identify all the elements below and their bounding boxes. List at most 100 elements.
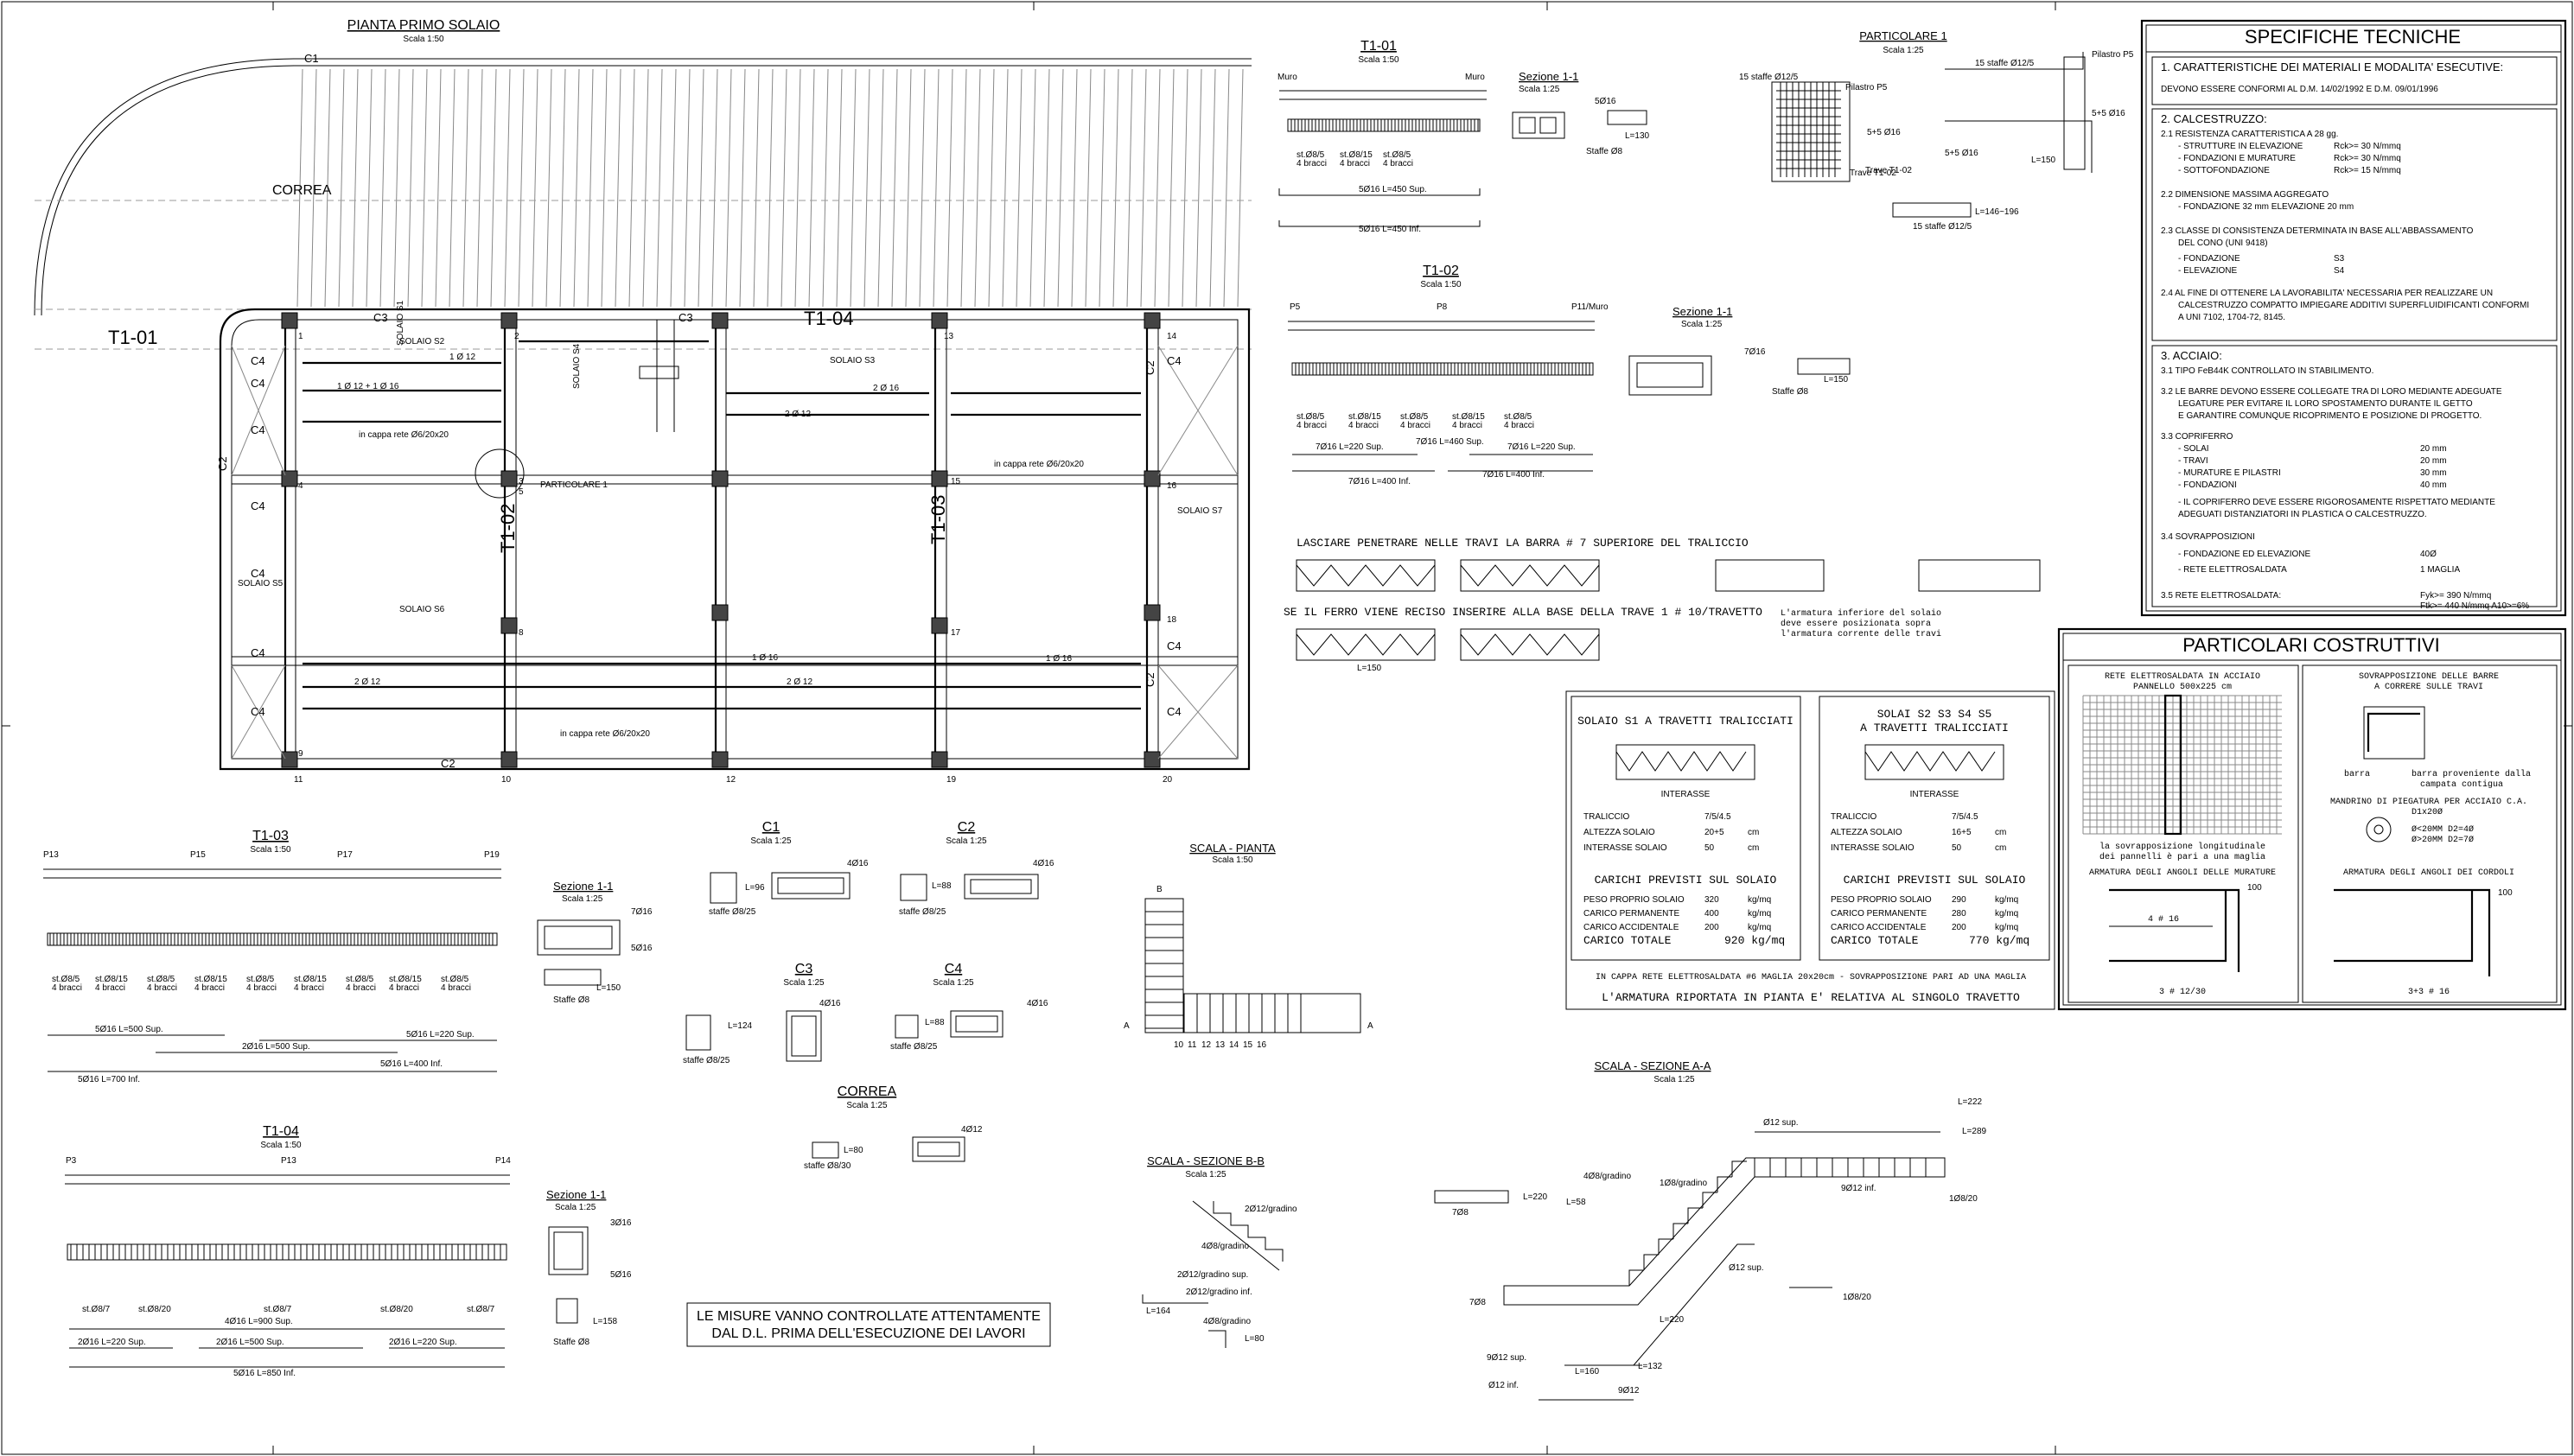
saa-l8: L=220 xyxy=(1523,1192,1548,1202)
spec-line: - MURATURE E PILASTRI xyxy=(2178,468,2281,478)
saa-l14: L=160 xyxy=(1575,1367,1600,1377)
slab-specs: SOLAIO S1 A TRAVETTI TRALICCIATI INTERAS… xyxy=(1565,690,2055,1010)
c4-stir: staffe Ø8/25 xyxy=(890,1042,938,1052)
pc-mandrino-a: D1x20Ø xyxy=(2412,807,2443,817)
sbb-l7: L=80 xyxy=(1245,1334,1265,1344)
truss-note-3a: L'armatura inferiore del solaio xyxy=(1781,608,1941,619)
saa-l1: L=222 xyxy=(1958,1097,1983,1107)
t103-p17: P17 xyxy=(337,850,353,860)
t104-sec-bar2: 5Ø16 xyxy=(610,1270,632,1280)
roof-joist xyxy=(863,68,870,308)
plan-c3-label-a: C3 xyxy=(373,311,388,324)
truss-note-2: SE IL FERRO VIENE RECISO INSERIRE ALLA B… xyxy=(1284,606,1762,619)
roof-joist xyxy=(808,68,815,308)
truss-web xyxy=(1460,564,1600,587)
part1-l5: Pilastro P5 xyxy=(2092,50,2134,60)
truss-notes: LASCIARE PENETRARE NELLE TRAVI LA BARRA … xyxy=(1284,537,2041,673)
t102-st-c: st.Ø8/5 xyxy=(1400,412,1429,422)
t102-p11: P11/Muro xyxy=(1571,302,1609,312)
s2-title: SOLAI S2 S3 S4 S5 xyxy=(1877,708,1992,721)
spec-line: A UNI 7102, 1704-72, 8145. xyxy=(2178,313,2285,322)
plan-node-number: 18 xyxy=(1167,615,1177,625)
spec-value: Rck>= 30 N/mmq xyxy=(2334,142,2401,151)
pc-dim-b: 100 xyxy=(2498,888,2513,898)
pc-dim-a: 100 xyxy=(2247,883,2262,893)
load-value: 280 xyxy=(1952,909,1966,919)
roof-joist xyxy=(919,68,926,308)
plan-cappa-b: in cappa rete Ø6/20x20 xyxy=(994,460,1084,469)
t103-section-title: Sezione 1-1 xyxy=(553,880,613,893)
c3-stir: staffe Ø8/25 xyxy=(683,1056,730,1065)
t101-bottom-bars: 5Ø16 L=450 Inf. xyxy=(1359,225,1421,234)
t102-bars-c: 7Ø16 L=400 Inf. xyxy=(1482,470,1545,480)
plan-title: PIANTA PRIMO SOLAIO xyxy=(347,18,500,33)
t103-b5: 5Ø16 L=700 Inf. xyxy=(78,1075,140,1084)
roof-joist xyxy=(877,68,884,308)
c2-bar: 4Ø16 xyxy=(1033,859,1054,868)
plan-bar-c: 2 Ø 16 xyxy=(873,384,899,393)
plan-bar-e: 1 Ø 16 xyxy=(752,653,778,663)
t104-b3: 2Ø16 L=500 Sup. xyxy=(216,1338,284,1347)
roof-joist xyxy=(767,68,774,308)
specs-panel: SPECIFICHE TECNICHE 1. CARATTERISTICHE D… xyxy=(2140,19,2567,617)
t103-stirrup-note: 4 bracci xyxy=(441,983,471,993)
t103-stirrup-note: 4 bracci xyxy=(95,983,125,993)
stair-tread xyxy=(1687,1207,1703,1224)
t104-sec-stir: Staffe Ø8 xyxy=(553,1338,590,1347)
t103-stirrup-note: 4 bracci xyxy=(294,983,324,993)
t104-b5: 5Ø16 L=850 Inf. xyxy=(233,1369,296,1378)
t103-stirrup-note: 4 bracci xyxy=(147,983,177,993)
t104-p13: P13 xyxy=(281,1156,296,1166)
plan-c4-d: C4 xyxy=(251,499,265,512)
load-label: PESO PROPRIO SOLAIO xyxy=(1831,895,1932,905)
spec-line: - IL COPRIFERRO DEVE ESSERE RIGOROSAMENT… xyxy=(2178,498,2495,507)
correa-title: CORREA xyxy=(838,1084,897,1099)
roof-joist xyxy=(532,68,538,308)
plan-c4-a: C4 xyxy=(251,354,265,367)
sbb-l2: 4Ø8/gradino xyxy=(1201,1242,1249,1251)
stair-section-bb: SCALA - SEZIONE B-B Scala 1:25 2Ø12/grad… xyxy=(1142,1154,1297,1348)
t103-stirrup-label: st.Ø8/5 xyxy=(346,975,374,984)
t103-stirrup-label: st.Ø8/15 xyxy=(389,975,422,984)
sp-b: B xyxy=(1156,885,1163,894)
specs-s1-text: DEVONO ESSERE CONFORMI AL D.M. 14/02/199… xyxy=(2161,85,2438,94)
stair-tread xyxy=(1658,1238,1673,1255)
plan-solaio-s1: SOLAIO S1 xyxy=(396,300,405,346)
load-value: 290 xyxy=(1952,895,1966,905)
t101-sec-bar: 5Ø16 xyxy=(1595,97,1616,106)
truss-web xyxy=(1296,633,1436,656)
saa-scale: Scala 1:25 xyxy=(1653,1075,1695,1084)
roof-joist xyxy=(379,68,386,308)
roof-joist xyxy=(615,68,621,308)
s1-title: SOLAIO S1 A TRAVETTI TRALICCIATI xyxy=(1577,715,1794,728)
c2-stir: staffe Ø8/25 xyxy=(899,907,946,917)
plan-node-number: 2 xyxy=(514,332,519,341)
t102-bars-e: 7Ø16 L=460 Sup. xyxy=(1416,437,1484,447)
saa-l17: 9Ø12 xyxy=(1618,1386,1640,1396)
saa-l13: 9Ø12 sup. xyxy=(1487,1353,1526,1363)
part1-l6: 15 staffe Ø12/5 xyxy=(1975,59,2035,68)
plan-node-number: 4 xyxy=(298,481,303,491)
spec-value: S4 xyxy=(2334,266,2345,276)
t104-st-a: st.Ø8/7 xyxy=(82,1305,111,1314)
specs-title: SPECIFICHE TECNICHE xyxy=(2245,26,2461,48)
plan-node-number: 17 xyxy=(951,628,961,638)
c1-bar: 4Ø16 xyxy=(847,859,869,868)
plan-t102-label: T1-02 xyxy=(497,504,519,553)
t102-st-d: st.Ø8/15 xyxy=(1452,412,1485,422)
plan-solaio-s2: SOLAIO S2 xyxy=(399,337,445,347)
t103-stirrup-note: 4 bracci xyxy=(389,983,419,993)
plan-node-number: 19 xyxy=(946,775,957,785)
t101-sec-stir: Staffe Ø8 xyxy=(1586,147,1623,156)
roof-joist xyxy=(1154,68,1161,308)
plan-node-number: 9 xyxy=(298,749,303,759)
slab-row-label: INTERASSE SOLAIO xyxy=(1583,843,1667,853)
sbb-l6: 4Ø8/gradino xyxy=(1203,1317,1251,1326)
sbb-l5: L=164 xyxy=(1146,1307,1171,1316)
spec-line: 2.3 CLASSE DI CONSISTENZA DETERMINATA IN… xyxy=(2161,226,2474,236)
plan-node-number: 20 xyxy=(1163,775,1173,785)
roof-joist xyxy=(352,68,359,308)
cappa-note: IN CAPPA RETE ELETTROSALDATA #6 MAGLIA 2… xyxy=(1596,973,2026,982)
detail-particolare-1: PARTICOLARE 1 Scala 1:25 15 staffe Ø12/5… xyxy=(1739,29,2134,232)
s1-interasse: INTERASSE xyxy=(1661,790,1711,799)
